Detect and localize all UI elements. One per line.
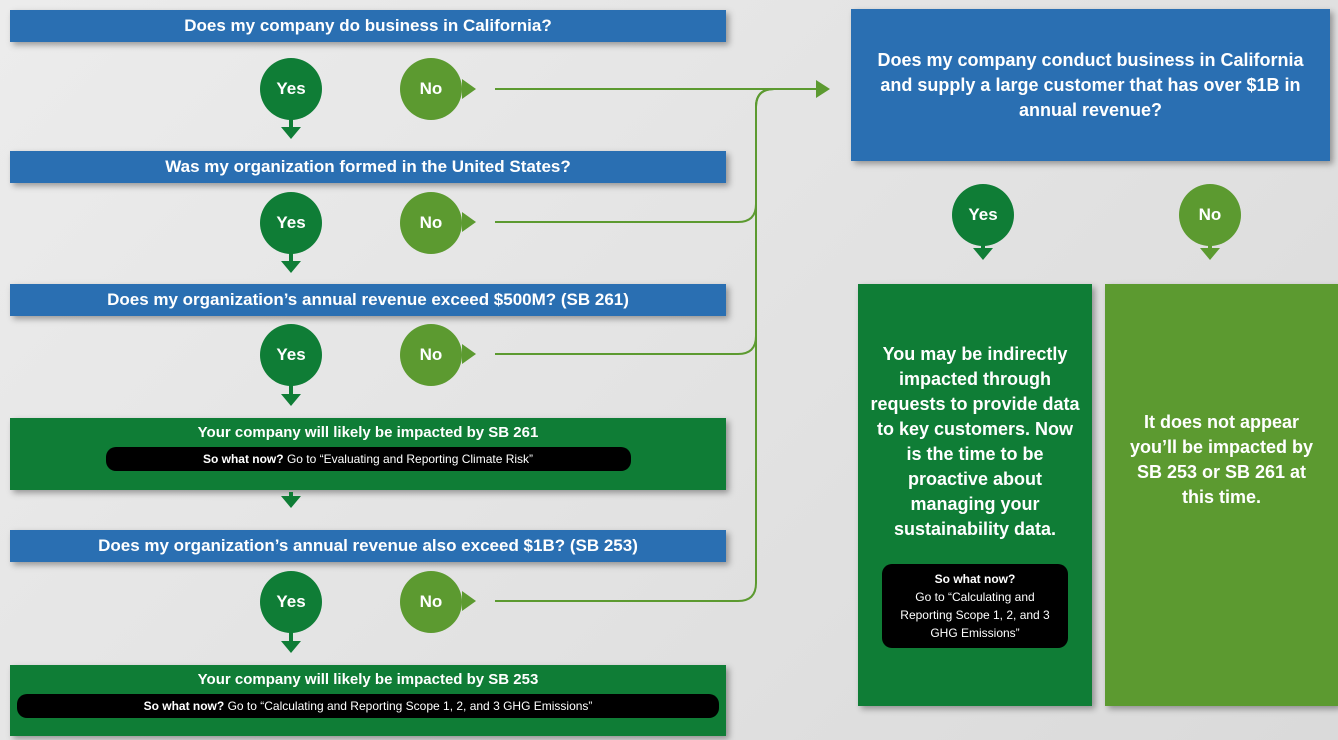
panel-indirectly-impacted: You may be indirectly impacted through r…: [858, 284, 1092, 706]
pill-text: Go to “Calculating and Reporting Scope 1…: [900, 590, 1050, 640]
pill-bold-label: So what now?: [934, 572, 1016, 586]
question-revenue-500m: Does my organization’s annual revenue ex…: [10, 284, 726, 316]
panel-not-impacted: It does not appear you’ll be impacted by…: [1105, 284, 1338, 706]
outcome-sb253-pill: So what now? Go to “Calculating and Repo…: [17, 694, 719, 718]
pill-text: Go to “Evaluating and Reporting Climate …: [283, 452, 534, 466]
question-formed-in-us: Was my organization formed in the United…: [10, 151, 726, 183]
no-label: No: [419, 345, 443, 364]
yes-node-right: Yes: [952, 184, 1014, 246]
right-arrow-icon: [462, 79, 476, 99]
no-node-q1: No: [400, 58, 462, 120]
connector-arrowhead: [816, 80, 830, 98]
down-arrow-icon: [281, 116, 301, 139]
question-supply-large-customer: Does my company conduct business in Cali…: [851, 9, 1330, 161]
pill-text: Go to “Calculating and Reporting Scope 1…: [224, 699, 593, 713]
no-node-q4: No: [400, 571, 462, 633]
down-arrow-icon: [973, 242, 993, 260]
right-arrow-icon: [462, 344, 476, 364]
down-arrow-icon: [281, 250, 301, 273]
outcome-sb261: Your company will likely be impacted by …: [10, 418, 726, 490]
pill-bold-label: So what now?: [202, 452, 284, 466]
down-arrow-icon: [1200, 242, 1220, 260]
yes-node-q4: Yes: [260, 571, 322, 633]
right-arrow-icon: [462, 212, 476, 232]
outcome-sb261-title: Your company will likely be impacted by …: [197, 424, 539, 441]
yes-label: Yes: [276, 213, 306, 232]
no-node-q3: No: [400, 324, 462, 386]
no-node-right: No: [1179, 184, 1241, 246]
yes-label: Yes: [276, 79, 306, 98]
yes-node-q3: Yes: [260, 324, 322, 386]
outcome-sb253-title: Your company will likely be impacted by …: [197, 671, 539, 688]
yes-node-q2: Yes: [260, 192, 322, 254]
question-revenue-1b: Does my organization’s annual revenue al…: [10, 530, 726, 562]
down-arrow-icon: [281, 492, 301, 508]
panel-indirectly-impacted-pill: So what now? Go to “Calculating and Repo…: [882, 564, 1068, 648]
outcome-sb253: Your company will likely be impacted by …: [10, 665, 726, 736]
no-node-q2: No: [400, 192, 462, 254]
panel-indirectly-impacted-text: You may be indirectly impacted through r…: [870, 344, 1080, 539]
no-label: No: [419, 79, 443, 98]
down-arrow-icon: [281, 382, 301, 406]
right-arrow-icon: [462, 591, 476, 611]
no-label: No: [1198, 205, 1222, 224]
down-arrow-icon: [281, 629, 301, 653]
yes-label: Yes: [276, 592, 306, 611]
panel-not-impacted-text: It does not appear you’ll be impacted by…: [1129, 412, 1314, 507]
question-business-in-california: Does my company do business in Californi…: [10, 10, 726, 42]
yes-label: Yes: [968, 205, 998, 224]
pill-bold-label: So what now?: [143, 699, 225, 713]
yes-label: Yes: [276, 345, 306, 364]
yes-node-q1: Yes: [260, 58, 322, 120]
no-label: No: [419, 213, 443, 232]
outcome-sb261-pill: So what now? Go to “Evaluating and Repor…: [105, 447, 631, 471]
no-label: No: [419, 592, 443, 611]
